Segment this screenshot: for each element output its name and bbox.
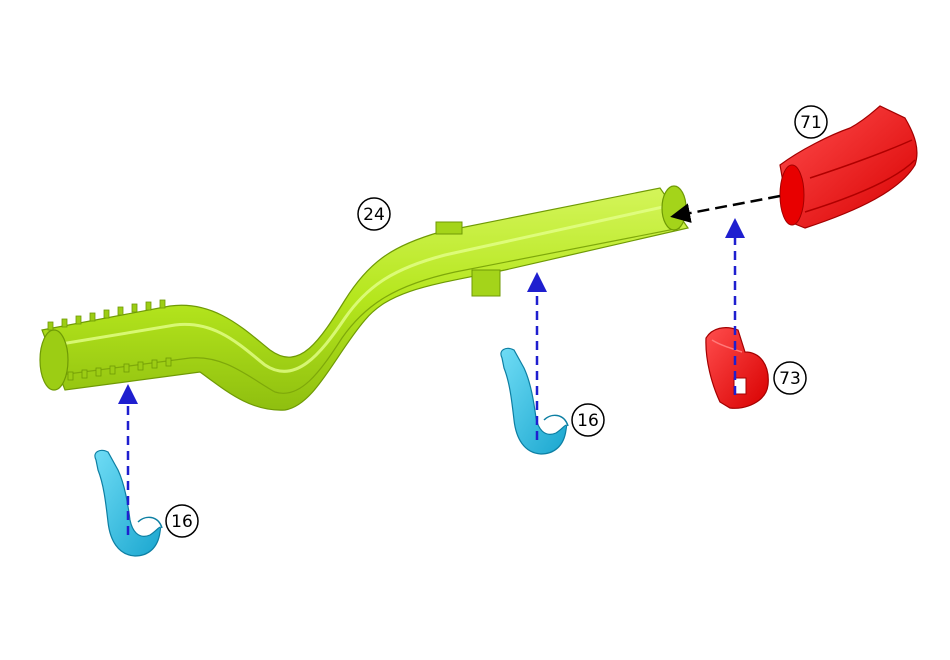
elbow-opening-left	[780, 165, 804, 225]
callout-71: 71	[795, 106, 827, 138]
callout-73: 73	[774, 362, 806, 394]
clip-left-hook	[138, 517, 162, 528]
callout-16-middle: 16	[572, 404, 604, 436]
bracket-part	[706, 328, 768, 409]
callout-71-label: 71	[800, 113, 822, 133]
tube-left-opening	[40, 330, 68, 390]
callout-16-left-label: 16	[171, 512, 193, 532]
callout-16-left: 16	[166, 505, 198, 537]
tube-right-opening	[662, 186, 686, 230]
callout-24: 24	[358, 198, 390, 230]
clip-middle-hook	[544, 415, 568, 426]
callout-24-label: 24	[363, 205, 385, 225]
bracket-body	[706, 328, 768, 409]
clip-middle-body	[501, 348, 567, 454]
arrow-elbow-to-tube	[680, 196, 780, 215]
callout-73-label: 73	[779, 369, 801, 389]
tube-tab-bottom	[472, 270, 500, 296]
callout-16-middle-label: 16	[577, 411, 599, 431]
tube-tab-top	[436, 222, 462, 234]
clip-middle-part	[501, 348, 568, 454]
